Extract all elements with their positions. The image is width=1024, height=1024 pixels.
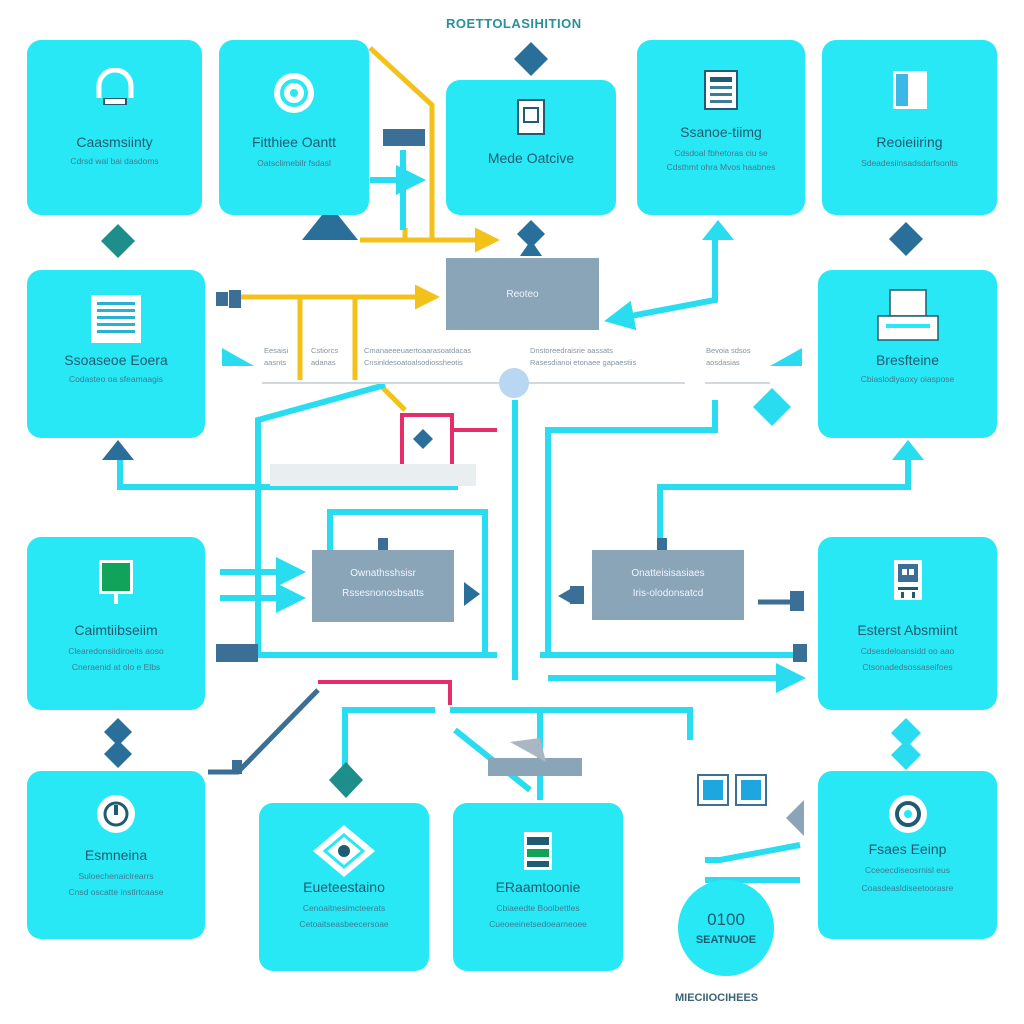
- card-description: Sdeadesiinsadsdarfsonlts: [861, 158, 958, 168]
- card-description: Codasteo oa sfeamaagis: [68, 374, 164, 384]
- process-label: Ownathsshsisr: [350, 568, 416, 579]
- card-top-center[interactable]: Mede Oatcive: [446, 80, 616, 215]
- hub-node: [499, 368, 529, 398]
- card-description: Cdsdoal fbhetoras ciu se: [674, 148, 768, 158]
- row-cell: Cmanaeeeuaertoaarasoatdacas: [364, 346, 472, 355]
- diagram-title: ROETTOLASIHITION: [446, 16, 582, 31]
- card-description: Cbiaslodiyaoxy oiaspose: [860, 374, 955, 384]
- process-label: Onatteisisasiaes: [631, 568, 705, 579]
- card-title: Ssoaseoe Eoera: [64, 352, 168, 368]
- circle-node-label: SEATNUOE: [695, 934, 757, 946]
- card-title: Fitthiee Oantt: [251, 134, 337, 150]
- circle-node-number: 0100: [707, 910, 745, 929]
- card-description: Oatsclimebilr fsdasl: [257, 158, 331, 168]
- card-title: Fsaes Eeinp: [868, 841, 947, 857]
- row-cell: Rasesdianoi etonaee gapaestiis: [530, 358, 637, 367]
- card-description: Cdsthmt ohra Mvos haabnes: [666, 162, 776, 172]
- row-cell: adanas: [311, 358, 336, 367]
- card-description: Cbiaeedte Boolbettles: [496, 903, 580, 913]
- row-cell: Cstiorcs: [311, 346, 339, 355]
- card-description: Cetoaitseasbeecersoae: [299, 919, 389, 929]
- card-description: Suloechenaiclrearrs: [78, 871, 154, 881]
- arch-icon: [93, 67, 137, 113]
- process-box-center-top[interactable]: Reoteo: [446, 258, 599, 330]
- arrow-heads: [102, 205, 924, 836]
- row-cell: Cnsinldesoatoalsodiossheotis: [364, 358, 463, 367]
- card-description: Coasdeasldiseetoorasre: [861, 883, 954, 893]
- card-title: Bresfteine: [875, 352, 940, 368]
- card-description: Cceoecdiseosrnisl eus: [864, 865, 951, 875]
- document-icon: [704, 70, 738, 115]
- card-title: Reoieiiring: [876, 134, 943, 150]
- row-cell: Dnstoreedraisrie aassats: [530, 346, 613, 355]
- process-label: Iris-olodonsatcd: [632, 588, 704, 599]
- process-box-center-left[interactable]: Ownathsshsisr Rssesnonosbsatts: [312, 550, 454, 622]
- printer-icon: [876, 288, 940, 349]
- card-description: Cneraenid at olo e Elbs: [71, 662, 161, 672]
- card-title: ERaamtoonie: [495, 879, 581, 895]
- diamond-connectors: [101, 42, 923, 798]
- monitor-icon: [98, 559, 134, 610]
- card-title: Esmneina: [84, 847, 148, 863]
- row-cell: Bevoia sdsos: [706, 346, 751, 355]
- card-description: Clearedonsiidiroeits aoso: [68, 646, 164, 656]
- ring-icon: [271, 70, 317, 121]
- row-cell: Eesaisi: [264, 346, 289, 355]
- steel-connectors: [208, 599, 798, 775]
- card-title: Mede Oatcive: [487, 150, 575, 166]
- panel-icon: [892, 70, 928, 115]
- card-title: Caimtiibseiim: [74, 622, 158, 638]
- device-icon: [893, 559, 923, 606]
- row-cell: aosdasias: [706, 358, 740, 367]
- server-icon: [523, 831, 553, 876]
- process-label: Rssesnonosbsatts: [342, 588, 424, 599]
- card-description: Cdsesdeloansidd oo aao: [860, 646, 955, 656]
- card-description: Ctsonadedsossaseifoes: [862, 662, 953, 672]
- card-title: Esterst Absmiint: [857, 622, 958, 638]
- small-nodes: [216, 129, 807, 806]
- table-rules: [262, 382, 770, 776]
- card-title: Caasmsiinty: [76, 134, 153, 150]
- card-description: Cdrsd wal bai dasdoms: [70, 156, 159, 166]
- yellow-connectors: [240, 46, 500, 412]
- process-label: Reoteo: [506, 289, 539, 300]
- row-cell: aasnts: [264, 358, 287, 367]
- list-icon: [90, 294, 142, 349]
- process-box-center-right[interactable]: Onatteisisasiaes Iris-olodonsatcd: [592, 550, 744, 620]
- power-icon: [95, 793, 137, 840]
- footer-label: MIECIIOCIHEES: [675, 992, 759, 1004]
- card-description: Cueoeeinetsedoearneoee: [489, 919, 587, 929]
- card-description: Cenoaitnesimcteerats: [302, 903, 386, 913]
- card-title: Eueteestaino: [303, 879, 385, 895]
- diamond-icon: [309, 823, 379, 884]
- target-icon: [887, 793, 929, 840]
- card-description: Cnsd oscatte instlrtcaase: [68, 887, 164, 897]
- circle-node[interactable]: 0100 SEATNUOE: [678, 880, 774, 976]
- frame-icon: [516, 98, 546, 141]
- card-title: Ssanoe-tiimg: [680, 124, 762, 140]
